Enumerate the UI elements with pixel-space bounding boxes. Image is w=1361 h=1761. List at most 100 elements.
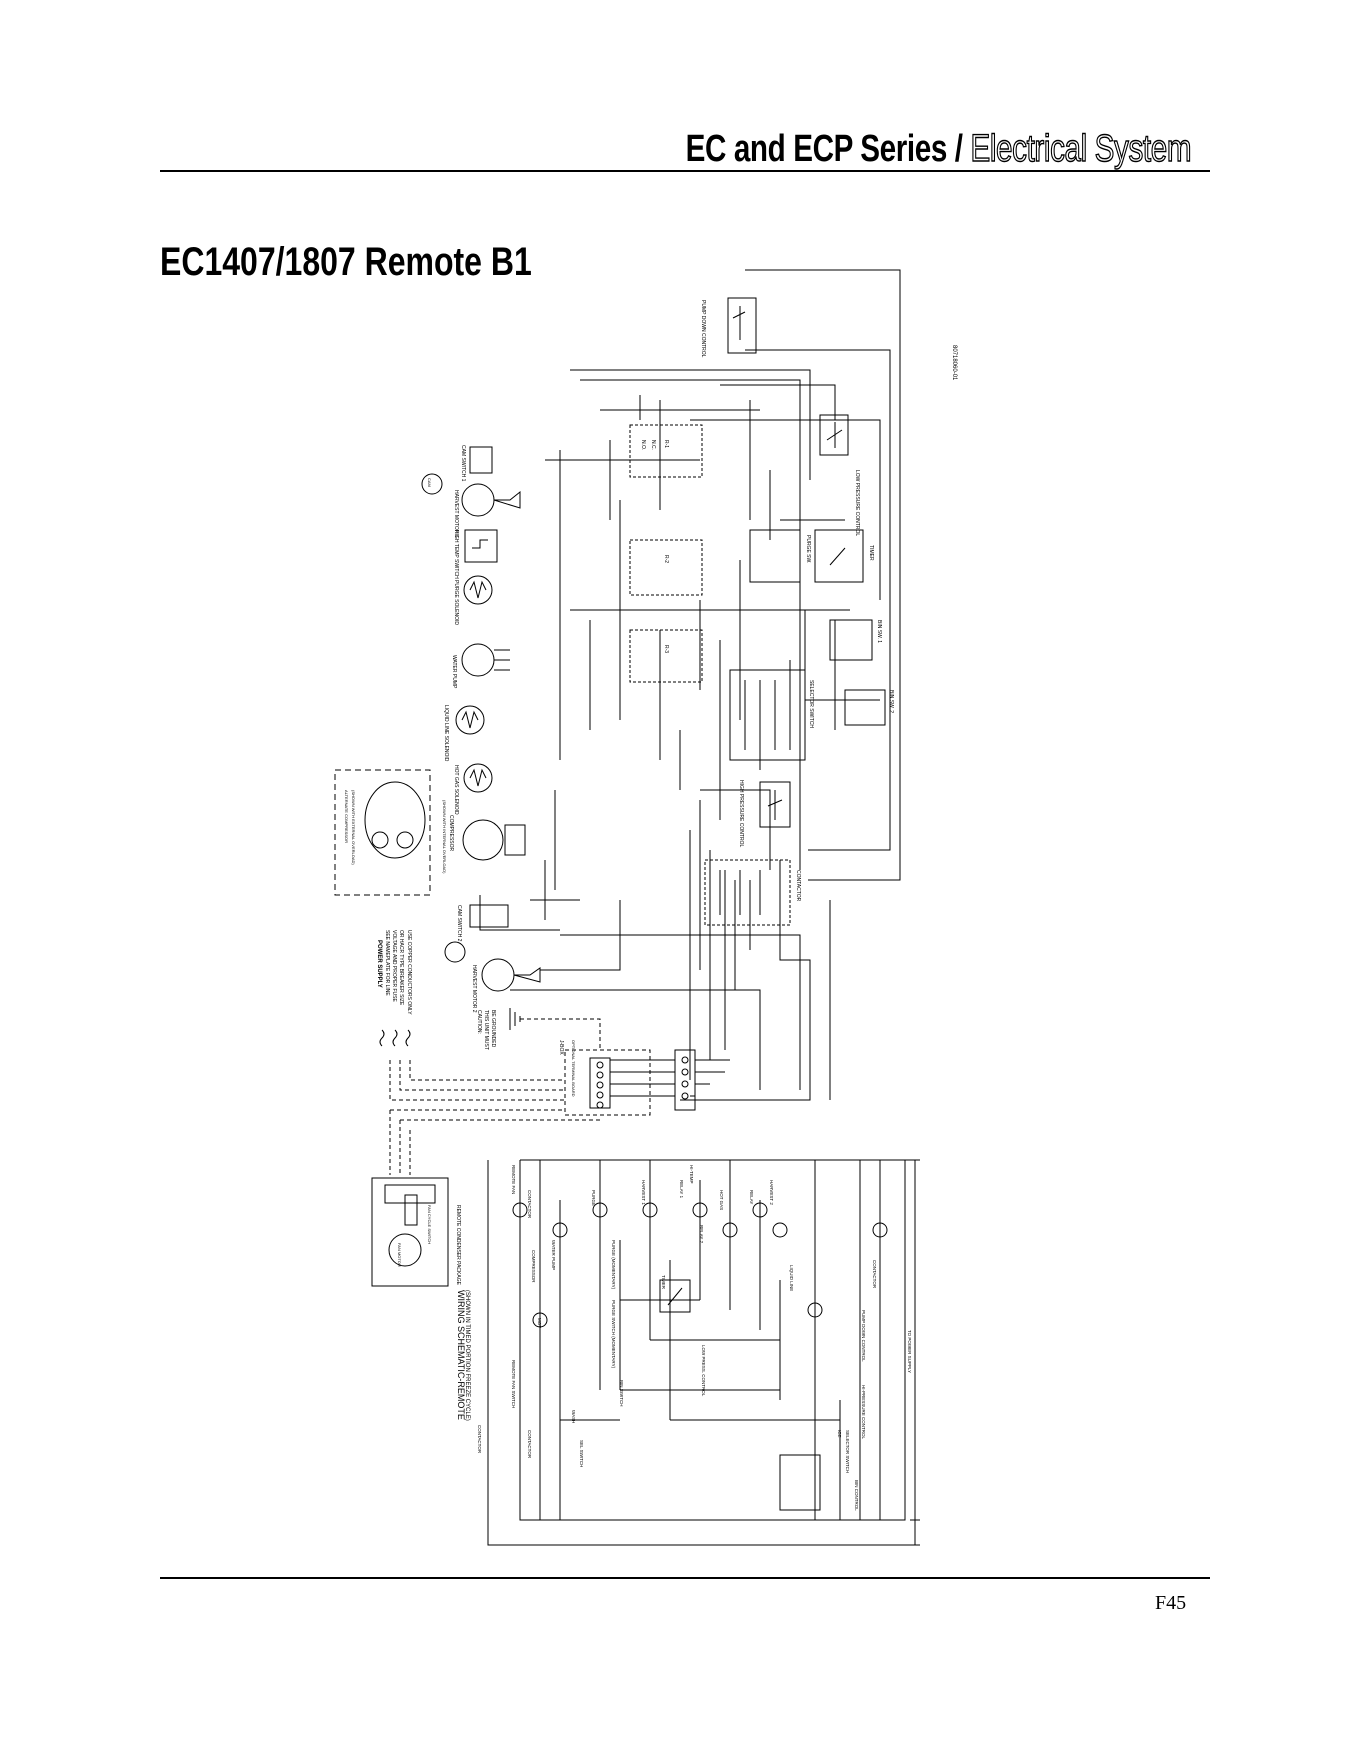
compressor: COMPRESSOR (SHOWN WITH INTERNAL OVERLOAD… <box>442 800 526 874</box>
svg-text:BIN SWITCH: BIN SWITCH <box>619 1380 624 1407</box>
svg-text:ALTERNATE COMPRESSOR: ALTERNATE COMPRESSOR <box>344 790 349 843</box>
svg-text:PURGE SWITCH (MOMENTARY): PURGE SWITCH (MOMENTARY) <box>611 1300 616 1369</box>
svg-text:CAM: CAM <box>427 478 432 487</box>
drawing-number: 80718060-01 <box>951 345 957 381</box>
svg-text:PUMP DOWN CONTROL: PUMP DOWN CONTROL <box>861 1310 866 1362</box>
svg-text:MOT: MOT <box>537 1318 542 1328</box>
svg-text:PURGE SOLENOID: PURGE SOLENOID <box>453 580 459 625</box>
svg-text:(SHOWN WITH EXTERNAL OVERLOAD): (SHOWN WITH EXTERNAL OVERLOAD) <box>351 790 356 865</box>
svg-text:HOT GAS SOLENOID: HOT GAS SOLENOID <box>453 765 459 815</box>
svg-text:CONTACTOR: CONTACTOR <box>527 1430 532 1459</box>
svg-text:HARVEST 2: HARVEST 2 <box>769 1180 774 1205</box>
caution-note: CAUTION: THIS UNIT MUST BE GROUNDED <box>476 1008 601 1050</box>
cam-switch-1: CAM SWITCH 1 CAM <box>421 445 493 495</box>
svg-text:RELAY 2: RELAY 2 <box>699 1225 704 1244</box>
svg-text:HIGH PRESSURE CONTROL: HIGH PRESSURE CONTROL <box>738 780 744 847</box>
svg-text:TO POWER SUPPLY: TO POWER SUPPLY <box>907 1330 912 1373</box>
svg-text:PURGE SW.: PURGE SW. <box>805 535 811 563</box>
svg-text:BE GROUNDED: BE GROUNDED <box>490 1010 496 1048</box>
svg-text:HIGH TEMP SWITCH: HIGH TEMP SWITCH <box>453 530 459 579</box>
svg-text:REMOTE FAN SWITCH: REMOTE FAN SWITCH <box>511 1360 516 1408</box>
wiring-layout: 80718060-01 <box>334 269 957 1287</box>
svg-text:VOLTAGE AND PROPER FUSE: VOLTAGE AND PROPER FUSE <box>391 930 397 1002</box>
harvest-motor-2: HARVEST MOTOR 2 <box>471 958 541 1013</box>
water-pump: WATER PUMP <box>451 643 510 689</box>
svg-text:HI-TEMP: HI-TEMP <box>689 1165 694 1184</box>
svg-text:RELAY: RELAY <box>749 1190 754 1204</box>
svg-text:TIMER: TIMER <box>661 1275 666 1290</box>
svg-text:J-BOX: J-BOX <box>558 1040 564 1055</box>
hot-gas-solenoid: HOT GAS SOLENOID <box>453 763 493 815</box>
svg-text:POWER SUPPLY: POWER SUPPLY <box>376 940 382 988</box>
svg-text:HARVEST 1: HARVEST 1 <box>641 1180 646 1205</box>
bin-switch-2: BIN SW. 2 <box>844 689 894 726</box>
svg-text:TIMER: TIMER <box>868 545 874 561</box>
footer-rule <box>160 1577 1210 1579</box>
purge-solenoid: PURGE SOLENOID <box>453 575 493 625</box>
bin-switch-1: BIN SW. 1 <box>829 619 882 661</box>
header-section: Electrical System <box>970 127 1192 170</box>
svg-text:LIQUID LINE SOLENOID: LIQUID LINE SOLENOID <box>443 705 449 762</box>
relay-1: R-1 N.O. N.C. <box>629 424 703 478</box>
svg-text:R-3: R-3 <box>663 645 669 653</box>
svg-text:BIN SW. 1: BIN SW. 1 <box>876 620 882 643</box>
svg-text:COMPRESSOR: COMPRESSOR <box>448 815 454 852</box>
timer: TIMER <box>814 529 874 583</box>
svg-text:PURGE: PURGE <box>591 1190 596 1206</box>
svg-text:USE COPPER CONDUCTORS ONLY: USE COPPER CONDUCTORS ONLY <box>406 930 412 1015</box>
svg-text:LIQUID LINE: LIQUID LINE <box>789 1265 794 1291</box>
svg-text:REMOTE FAN: REMOTE FAN <box>511 1165 516 1194</box>
svg-text:FAN CYCLE SWITCH: FAN CYCLE SWITCH <box>427 1205 432 1244</box>
svg-text:N.C.: N.C. <box>650 440 656 450</box>
svg-text:PURGE (MOMENTARY): PURGE (MOMENTARY) <box>611 1240 616 1290</box>
svg-text:OPTIONAL TERMINAL BOARD: OPTIONAL TERMINAL BOARD <box>571 1040 576 1097</box>
svg-text:HARVEST MOTOR 1: HARVEST MOTOR 1 <box>453 490 459 538</box>
svg-text:R-1: R-1 <box>663 440 669 448</box>
header-rule <box>160 170 1210 172</box>
svg-text:REMOTE CONDENSER PACKAGE: REMOTE CONDENSER PACKAGE <box>455 1205 461 1286</box>
svg-text:PUMP DOWN CONTROL: PUMP DOWN CONTROL <box>700 300 706 358</box>
page-number: F45 <box>1155 1592 1187 1614</box>
high-pressure-control: HIGH PRESSURE CONTROL <box>738 780 791 847</box>
remote-condenser-package: FAN MOTOR FAN CYCLE SWITCH REMOTE CONDEN… <box>371 1177 461 1287</box>
svg-text:FAN MOTOR: FAN MOTOR <box>397 1243 402 1267</box>
svg-text:CONTACTOR: CONTACTOR <box>477 1425 482 1454</box>
ladder-labels: REMOTE FAN REMOTE FAN SWITCH CONTACTOR C… <box>477 1165 912 1511</box>
svg-text:CONTACTOR: CONTACTOR <box>872 1260 877 1289</box>
jbox: J-BOX OPTIONAL TERMINAL BOARD <box>558 1040 651 1116</box>
pump-down-control: PUMP DOWN CONTROL <box>700 297 757 358</box>
low-pressure-control: LOW PRESSURE CONTROL <box>819 414 860 536</box>
svg-text:SEE NAMEPLATE FOR LINE: SEE NAMEPLATE FOR LINE <box>384 930 390 996</box>
svg-text:SELECTOR SWITCH: SELECTOR SWITCH <box>808 680 814 728</box>
svg-text:COMPRESSOR: COMPRESSOR <box>531 1250 536 1283</box>
svg-text:WIRING SCHEMATIC-REMOTE: WIRING SCHEMATIC-REMOTE <box>456 1290 466 1420</box>
svg-text:HI-PRESSURE CONTROL: HI-PRESSURE CONTROL <box>861 1385 866 1440</box>
page-title: EC1407/1807 Remote B1 <box>160 240 532 284</box>
page-header: EC and ECP Series / Electrical System <box>685 127 1192 171</box>
svg-text:CAM SWITCH 1: CAM SWITCH 1 <box>460 445 466 482</box>
high-temp-switch: HIGH TEMP SWITCH <box>453 529 498 579</box>
svg-text:HOT GAS: HOT GAS <box>719 1190 724 1210</box>
svg-text:THIS UNIT MUST: THIS UNIT MUST <box>483 1010 489 1050</box>
ladder-components <box>512 1202 888 1511</box>
svg-text:CAUTION:: CAUTION: <box>476 1010 482 1034</box>
svg-text:LOW PRESS. CONTROL: LOW PRESS. CONTROL <box>701 1345 706 1397</box>
svg-text:WATER PUMP: WATER PUMP <box>551 1240 556 1270</box>
contactor: CONTACTOR <box>704 859 801 926</box>
svg-text:CONTACTOR: CONTACTOR <box>795 870 801 902</box>
svg-text:(SHOWN WITH INTERNAL OVERLOAD): (SHOWN WITH INTERNAL OVERLOAD) <box>442 800 447 874</box>
svg-text:ICE: ICE <box>837 1430 842 1438</box>
svg-text:OR HACR TYPE BREAKER SIZE: OR HACR TYPE BREAKER SIZE <box>398 930 404 1006</box>
cam-switch-2: CAM SWITCH 2 <box>444 904 509 963</box>
svg-text:BIN SW. 2: BIN SW. 2 <box>888 690 894 713</box>
purge-switch: PURGE SW. <box>749 529 811 583</box>
svg-text:BIN CONTROL: BIN CONTROL <box>854 1480 859 1511</box>
svg-text:WASH: WASH <box>571 1410 576 1423</box>
svg-text:WATER PUMP: WATER PUMP <box>451 655 457 689</box>
svg-text:CAM SWITCH 2: CAM SWITCH 2 <box>456 905 462 942</box>
svg-text:SELECTOR SWITCH: SELECTOR SWITCH <box>845 1430 850 1473</box>
terminal-strip <box>610 1049 730 1111</box>
harvest-motor-1: HARVEST MOTOR 1 <box>453 483 521 538</box>
alternate-compressor: ALTERNATE COMPRESSOR (SHOWN WITH EXTERNA… <box>334 769 431 896</box>
